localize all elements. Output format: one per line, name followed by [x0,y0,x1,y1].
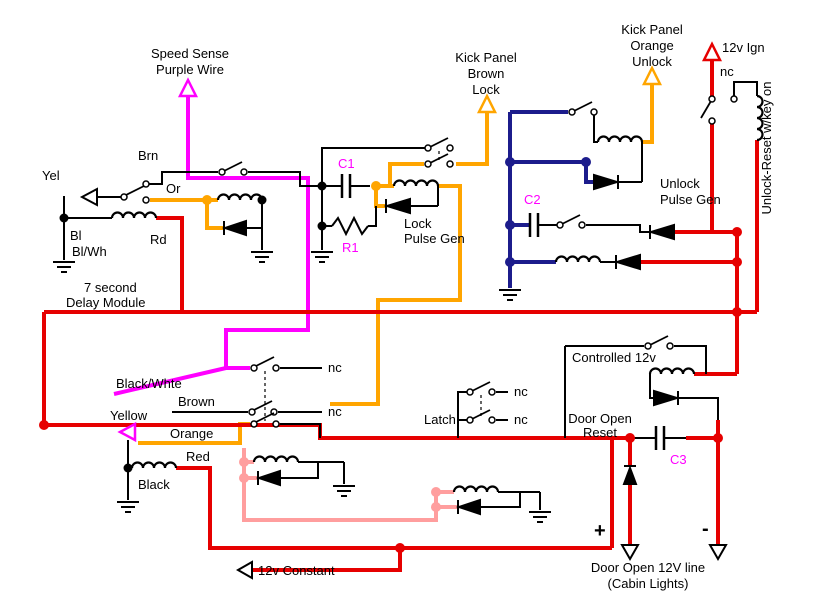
diode-unlock-out-bottom [613,253,641,271]
label-nc-row1: nc [328,360,342,375]
ground-icon [251,251,273,263]
kick-panel-lock-arrow-icon [476,93,498,114]
label-r1: R1 [342,240,359,255]
lock-pulse-coil [392,179,440,187]
label-black-whte: Black/Whte [116,376,182,391]
ground-icon [529,511,551,523]
kick-panel-unlock-arrow-icon [641,65,663,86]
label-delay-module-2: Delay Module [66,295,146,310]
label-lock-pulse: Lock [404,216,432,231]
label-minus: - [702,518,709,540]
unlock-bottom-coil [554,255,602,263]
label-kick-unlock: Kick Panel [621,22,683,37]
label-door-open-reset: Door Open [568,411,632,426]
diode-pink-2 [455,498,481,516]
label-kick-lock-3: Lock [472,82,500,97]
label-yel: Yel [42,168,60,183]
pink-coil-2 [452,485,500,493]
label-nc-ign: nc [720,64,734,79]
ground-icon [311,251,333,263]
switch-blades [125,100,712,423]
capacitors [340,174,666,450]
diode-unlock-out-top [647,223,675,241]
constant-12v-arrow-icon [235,560,253,580]
label-yellow: Yellow [110,408,148,423]
label-kick-lock: Kick Panel [455,50,517,65]
diode-controlled-12v [653,389,681,407]
controlled-12v-coil [648,367,696,375]
unlock-reset-coil [756,94,764,142]
label-red: Red [186,449,210,464]
label-black: Black [138,477,170,492]
label-plus: + [594,520,606,542]
label-kick-unlock-2: Orange [630,38,673,53]
label-c2: C2 [524,192,541,207]
label-unlock-pulse-2: Pulse Gen [660,192,721,207]
label-nc-row2: nc [328,404,342,419]
label-bl: Bl [70,228,82,243]
label-brown: Brown [178,394,215,409]
ground-symbols [53,251,551,523]
switch-links [264,151,482,421]
orange-relay-coil [216,193,264,201]
label-latch: Latch [424,412,456,427]
yellow-connector-arrow-icon [117,421,137,443]
door-line-minus-arrow-icon [708,544,728,562]
label-door-open-reset-2: Reset [583,425,617,440]
ign-12v-arrow-icon [701,41,723,62]
label-12v-ign: 12v Ign [722,40,765,55]
connector-arrows [79,41,728,580]
ground-icon [53,261,75,273]
relay-coils [110,94,764,493]
pink-coil-1 [252,455,300,463]
label-bl-wh: Bl/Wh [72,244,107,259]
label-brn: Brn [138,148,158,163]
labels-layer: Speed Sense Purple Wire Kick Panel Brown… [42,22,774,591]
switch-contacts [120,95,738,428]
junction-dots [39,157,742,553]
label-orange: Orange [170,426,213,441]
ground-icon [117,501,139,513]
capacitor-c2 [528,213,540,237]
door-line-plus-arrow-icon [620,544,640,562]
label-kick-unlock-3: Unlock [632,54,672,69]
label-kick-lock-2: Brown [468,66,505,81]
label-unlock-pulse: Unlock [660,176,700,191]
label-nc-latch1: nc [514,384,528,399]
capacitor-c3 [654,426,666,450]
label-speed-sense: Speed Sense [151,46,229,61]
label-c1: C1 [338,156,355,171]
label-or: Or [166,181,181,196]
label-controlled-12v: Controlled 12v [572,350,656,365]
resistor-r1 [331,215,369,237]
ground-icon [333,485,355,497]
diode-orange-relay [221,219,247,237]
label-12v-constant: 12v Constant [258,563,335,578]
label-speed-sense-2: Purple Wire [156,62,224,77]
diode-unlock-top [593,173,621,191]
capacitor-c1 [340,174,352,198]
yel-connector-arrow-icon [79,187,98,207]
wires-red [42,60,759,572]
speed-sense-arrow-icon [177,77,199,98]
bottom-left-coil [130,461,178,469]
label-door-open-line-2: (Cabin Lights) [608,576,689,591]
diode-door-open-reset [622,465,638,485]
ground-icon [499,289,521,301]
label-unlock-reset: Unlock-Reset w/key on [759,82,774,215]
label-rd: Rd [150,232,167,247]
diode-pink-1 [255,469,281,487]
label-door-open-line: Door Open 12V line [591,560,705,575]
wires-purple [113,96,310,396]
delay-module-coil [110,211,158,219]
label-c3: C3 [670,452,687,467]
label-delay-module: 7 second [84,280,137,295]
unlock-top-coil [596,135,644,143]
label-nc-latch2: nc [514,412,528,427]
label-lock-pulse-2: Pulse Gen [404,231,465,246]
diodes [221,173,681,516]
diode-lock-pulse [383,197,411,215]
